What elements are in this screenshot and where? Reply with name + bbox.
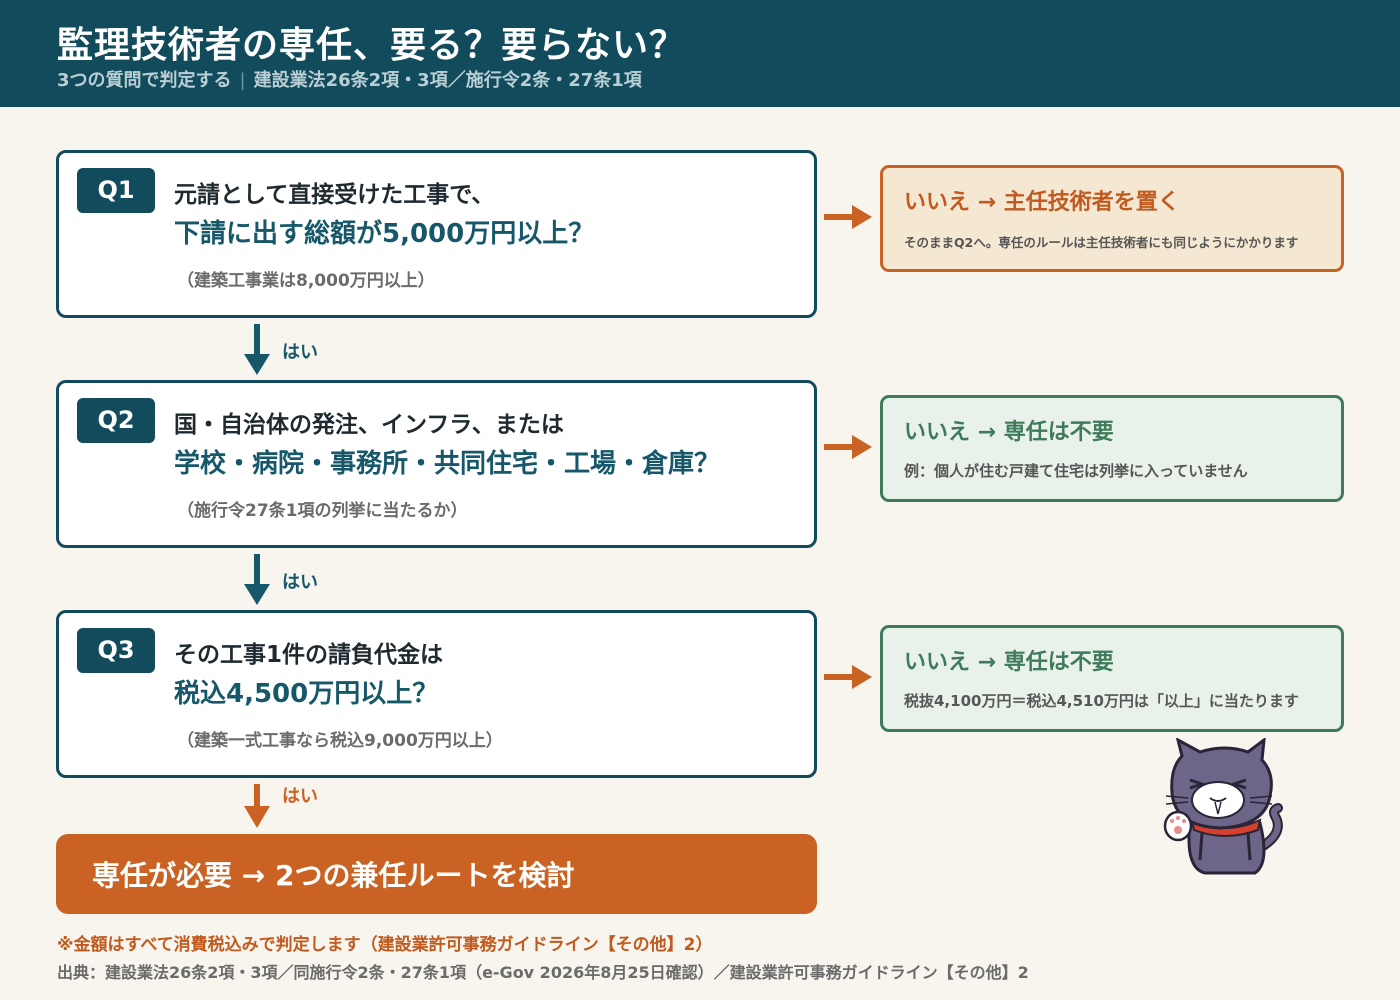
question-note-q1: （建築工事業は8,000万円以上） — [177, 271, 435, 291]
question-badge-q3: Q3 — [77, 628, 155, 673]
page-title: 監理技術者の専任、要る？要らない？ — [57, 25, 687, 66]
page-subtitle: 3つの質問で判定する | 建設業法26条2項・3項／施行令2条・27条1項 — [57, 66, 642, 92]
question-line2-q2: 学校・病院・事務所・共同住宅・工場・倉庫？ — [174, 449, 721, 479]
subtitle-separator: | — [239, 70, 246, 91]
no-result-note-q3: 税抜4,100万円＝税込4,510万円は「以上」に当たります — [904, 692, 1299, 710]
no-result-title-q3: いいえ → 専任は不要 — [904, 650, 1114, 675]
down-arrow-icon — [244, 554, 270, 605]
yes-label-q1: はい — [282, 342, 318, 363]
no-result-box-q3: いいえ → 専任は不要 税抜4,100万円＝税込4,510万円は「以上」に当たり… — [880, 625, 1344, 732]
source-citation: 出典：建設業法26条2項・3項／同施行令2条・27条1項（e-Gov 2026年… — [57, 963, 1029, 982]
question-box-q3: Q3 その工事1件の請負代金は 税込4,500万円以上？ （建築一式工事なら税込… — [56, 610, 817, 778]
down-arrow-icon — [244, 324, 270, 375]
question-line2-q3: 税込4,500万円以上？ — [174, 679, 439, 709]
question-note-q3: （建築一式工事なら税込9,000万円以上） — [177, 731, 503, 751]
no-result-box-q1: いいえ → 主任技術者を置く そのままQ2へ。専任のルールは主任技術者にも同じよ… — [880, 165, 1344, 272]
right-arrow-icon — [824, 665, 872, 689]
no-result-note-q1: そのままQ2へ。専任のルールは主任技術者にも同じようにかかります — [904, 235, 1299, 250]
question-badge-q1: Q1 — [77, 168, 155, 213]
question-line1-q1: 元請として直接受けた工事で、 — [174, 182, 495, 208]
question-line2-q1: 下請に出す総額が5,000万円以上？ — [174, 219, 595, 249]
question-line1-q2: 国・自治体の発注、インフラ、または — [174, 412, 564, 438]
header-banner: 監理技術者の専任、要る？要らない？ 3つの質問で判定する | 建設業法26条2項・3… — [0, 0, 1400, 107]
footnote-tax: ※金額はすべて消費税込みで判定します（建設業許可事務ガイドライン【その他】2） — [57, 935, 713, 955]
subtitle-left: 3つの質問で判定する — [57, 70, 232, 91]
no-result-title-q2: いいえ → 専任は不要 — [904, 420, 1114, 445]
question-box-q2: Q2 国・自治体の発注、インフラ、または 学校・病院・事務所・共同住宅・工場・倉… — [56, 380, 817, 548]
question-badge-q2: Q2 — [77, 398, 155, 443]
no-result-note-q2: 例：個人が住む戸建て住宅は列挙に入っていません — [904, 462, 1248, 480]
question-line1-q3: その工事1件の請負代金は — [174, 642, 444, 668]
subtitle-right: 建設業法26条2項・3項／施行令2条・27条1項 — [253, 70, 642, 91]
question-box-q1: Q1 元請として直接受けた工事で、 下請に出す総額が5,000万円以上？ （建築… — [56, 150, 817, 318]
cat-mascot-icon — [1163, 738, 1283, 875]
final-result-box: 専任が必要 → 2つの兼任ルートを検討 — [56, 834, 817, 914]
no-result-title-q1: いいえ → 主任技術者を置く — [904, 190, 1180, 215]
no-result-box-q2: いいえ → 専任は不要 例：個人が住む戸建て住宅は列挙に入っていません — [880, 395, 1344, 502]
yes-label-q2: はい — [282, 572, 318, 593]
final-result-text: 専任が必要 → 2つの兼任ルートを検討 — [92, 859, 575, 892]
yes-label-q3: はい — [282, 786, 318, 807]
down-arrow-icon — [244, 784, 270, 828]
question-note-q2: （施行令27条1項の列挙に当たるか） — [177, 501, 468, 521]
right-arrow-icon — [824, 435, 872, 459]
right-arrow-icon — [824, 205, 872, 229]
